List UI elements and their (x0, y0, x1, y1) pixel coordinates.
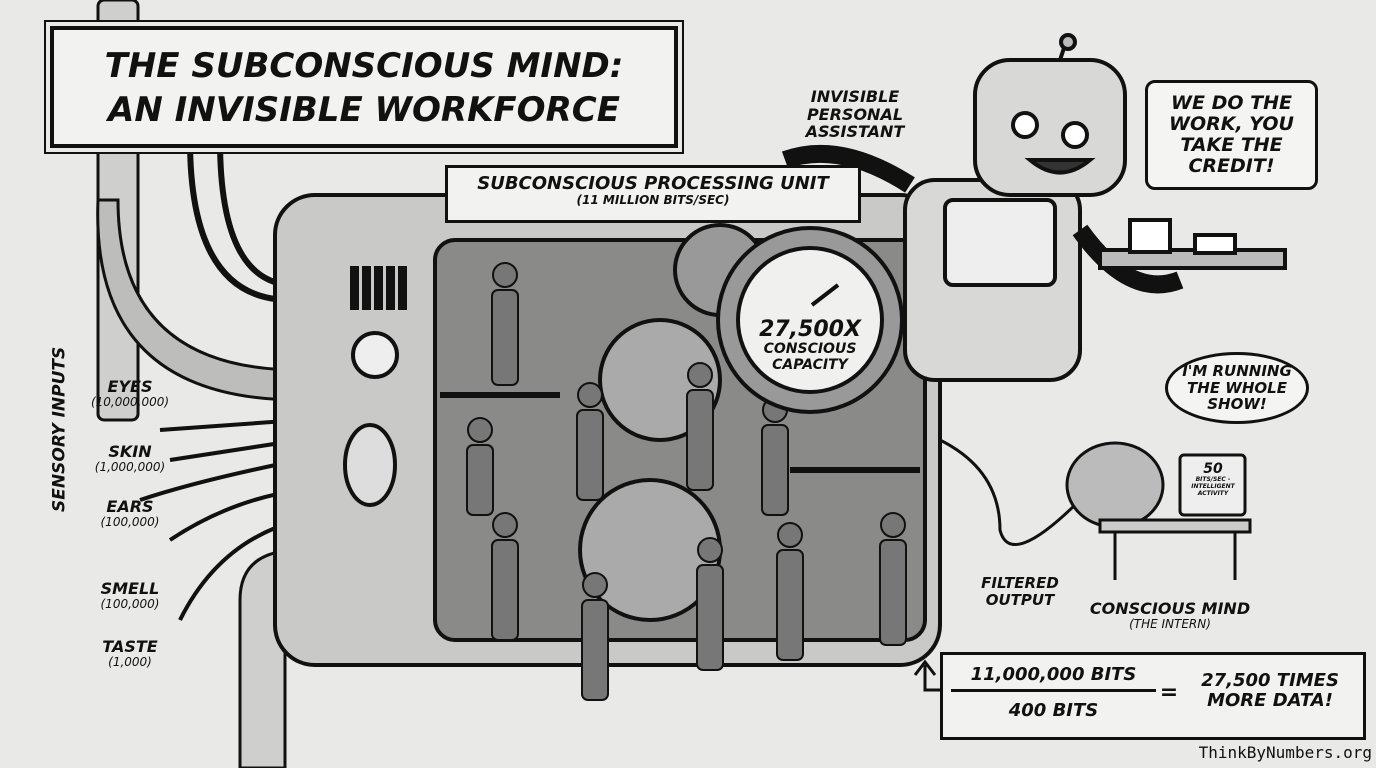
processing-unit-label: Subconscious Processing Unit (477, 173, 829, 194)
brain-speech-bubble: I'm running the whole show! (1165, 352, 1309, 424)
processing-unit-rate: (11 million bits/sec) (576, 192, 730, 207)
sense-ears: Ears(100,000) (75, 498, 185, 529)
watermark: ThinkByNumbers.org (1198, 743, 1372, 762)
robot (781, 33, 1287, 382)
arrow-icon (923, 665, 940, 692)
sense-taste: Taste(1,000) (75, 638, 185, 669)
sense-smell: Smell(100,000) (75, 580, 185, 611)
conscious-mind-label: Conscious Mind (The Intern) (1085, 600, 1255, 631)
sense-name: Eyes (107, 377, 153, 396)
robot-label: Invisible Personal Assistant (805, 87, 905, 142)
monitor-screen: 50 Bits/sec - intelligent activity (1183, 461, 1243, 497)
title-line-2: An Invisible Workforce (108, 90, 620, 130)
sense-value: (100,000) (100, 514, 160, 529)
equation-equals: = (1159, 680, 1179, 705)
equation-numerator: 11,000,000 bits (951, 665, 1156, 692)
conscious-mind-title: Conscious Mind (1089, 599, 1251, 618)
brain-character (939, 438, 1252, 580)
equation-result: 27,500 times more data! (1201, 670, 1339, 711)
sense-value: (1,000,000) (94, 459, 166, 474)
sense-value: (100,000) (100, 596, 160, 611)
processing-unit-banner: Subconscious Processing Unit (11 million… (445, 165, 861, 223)
workers (466, 262, 907, 701)
sense-name: Taste (102, 637, 158, 656)
conscious-mind-subtitle: (The Intern) (1129, 616, 1211, 631)
sense-name: Ears (106, 497, 154, 516)
robot-speech-bubble: We do the work, you take the credit! (1145, 80, 1318, 190)
gauge (716, 226, 904, 414)
sense-name: Skin (108, 442, 152, 461)
gauge-value: 27,500x (759, 317, 861, 342)
equation-box: 11,000,000 bits 400 bits = 27,500 times … (940, 652, 1366, 740)
sense-value: (10,000,000) (90, 394, 170, 409)
monitor-number: 50 (1203, 461, 1223, 477)
sense-skin: Skin(1,000,000) (75, 443, 185, 474)
equation-denominator: 400 bits (1008, 700, 1099, 721)
sensory-heading: Sensory Inputs (49, 346, 70, 512)
sense-name: Smell (100, 579, 160, 598)
gauge-readout: 27,500x Conscious Capacity (745, 317, 875, 373)
sense-value: (1,000) (108, 654, 152, 669)
sense-eyes: Eyes(10,000,000) (75, 378, 185, 409)
title-line-1: The Subconscious Mind: (104, 46, 624, 86)
title-box: The Subconscious Mind: An Invisible Work… (50, 26, 678, 148)
gauge-label: Conscious Capacity (763, 341, 857, 373)
monitor-text: Bits/sec - intelligent activity (1191, 476, 1235, 497)
filtered-output-label: Filtered Output (981, 574, 1059, 609)
